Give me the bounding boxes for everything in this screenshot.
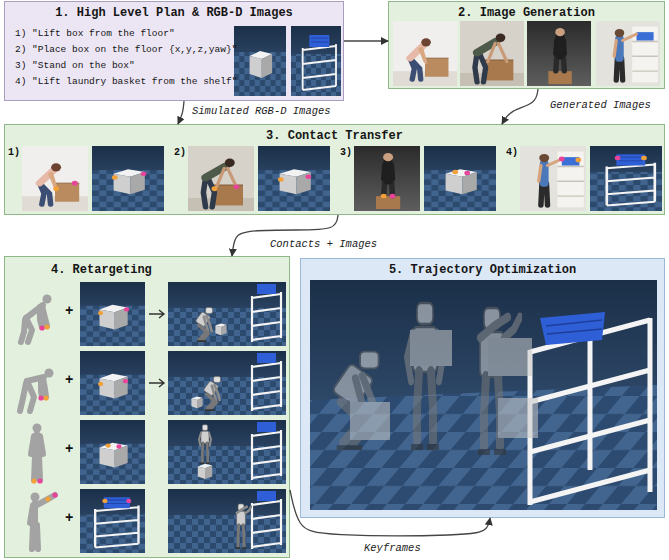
trajectory-scene xyxy=(310,280,657,510)
robot-scene xyxy=(168,420,286,484)
contact-photo xyxy=(354,146,420,211)
generated-photo xyxy=(460,21,524,86)
panel-title: 5. Trajectory Optimization xyxy=(389,259,576,278)
human-mesh xyxy=(20,369,54,412)
generated-photo xyxy=(596,21,660,86)
robot-scene xyxy=(168,489,286,553)
callout-number: 1) xyxy=(8,147,20,159)
human-mesh xyxy=(21,295,52,343)
plan-step: 4) "Lift laundry basket from the shelf" xyxy=(15,74,237,90)
contact-sim xyxy=(80,282,145,346)
flow-connector xyxy=(290,490,490,536)
contact-sim xyxy=(92,146,164,211)
human-mesh xyxy=(31,424,43,484)
sim-image xyxy=(291,26,341,96)
panel-title: 1. High Level Plan & RGB-D Images xyxy=(55,2,293,21)
flow-connector xyxy=(178,101,184,124)
plus-sign: + xyxy=(65,372,73,389)
panel-title: 4. Retargeting xyxy=(51,257,152,278)
flow-arrow xyxy=(149,379,164,387)
flow-arrow xyxy=(149,310,164,318)
sim-image xyxy=(234,26,286,96)
plus-sign: + xyxy=(65,441,73,458)
contact-sim xyxy=(258,146,330,211)
generated-photo xyxy=(393,21,457,86)
flow-connector xyxy=(502,89,538,124)
flow-connector xyxy=(344,40,388,41)
contact-photo xyxy=(22,146,88,211)
human-mesh xyxy=(30,492,58,549)
plan-step: 3) "Stand on the box" xyxy=(15,58,135,74)
callout-number: 2) xyxy=(174,147,186,159)
edge-label: Simulated RGB-D Images xyxy=(190,105,333,118)
edge-label: Generated Images xyxy=(548,99,653,112)
generated-photo xyxy=(527,21,591,86)
edge-label: Keyframes xyxy=(362,542,423,555)
plus-sign: + xyxy=(65,510,73,527)
plan-step: 2) "Place box on the floor {x,y,z,yaw}" xyxy=(15,42,237,58)
contact-photo xyxy=(188,146,254,211)
contact-sim xyxy=(424,146,496,211)
contact-photo xyxy=(520,146,586,211)
contact-sim xyxy=(80,489,145,553)
callout-number: 4) xyxy=(506,147,518,159)
panel-title: 2. Image Generation xyxy=(458,2,595,21)
panel-title: 3. Contact Transfer xyxy=(266,125,403,144)
edge-label: Contacts + Images xyxy=(268,238,379,251)
callout-number: 3) xyxy=(340,147,352,159)
plus-sign: + xyxy=(65,303,73,320)
robot-scene xyxy=(168,282,286,346)
contact-sim xyxy=(80,420,145,484)
robot-scene xyxy=(168,351,286,415)
plan-step: 1) "Lift box from the floor" xyxy=(15,26,175,42)
contact-sim xyxy=(590,146,662,211)
contact-sim xyxy=(80,351,145,415)
